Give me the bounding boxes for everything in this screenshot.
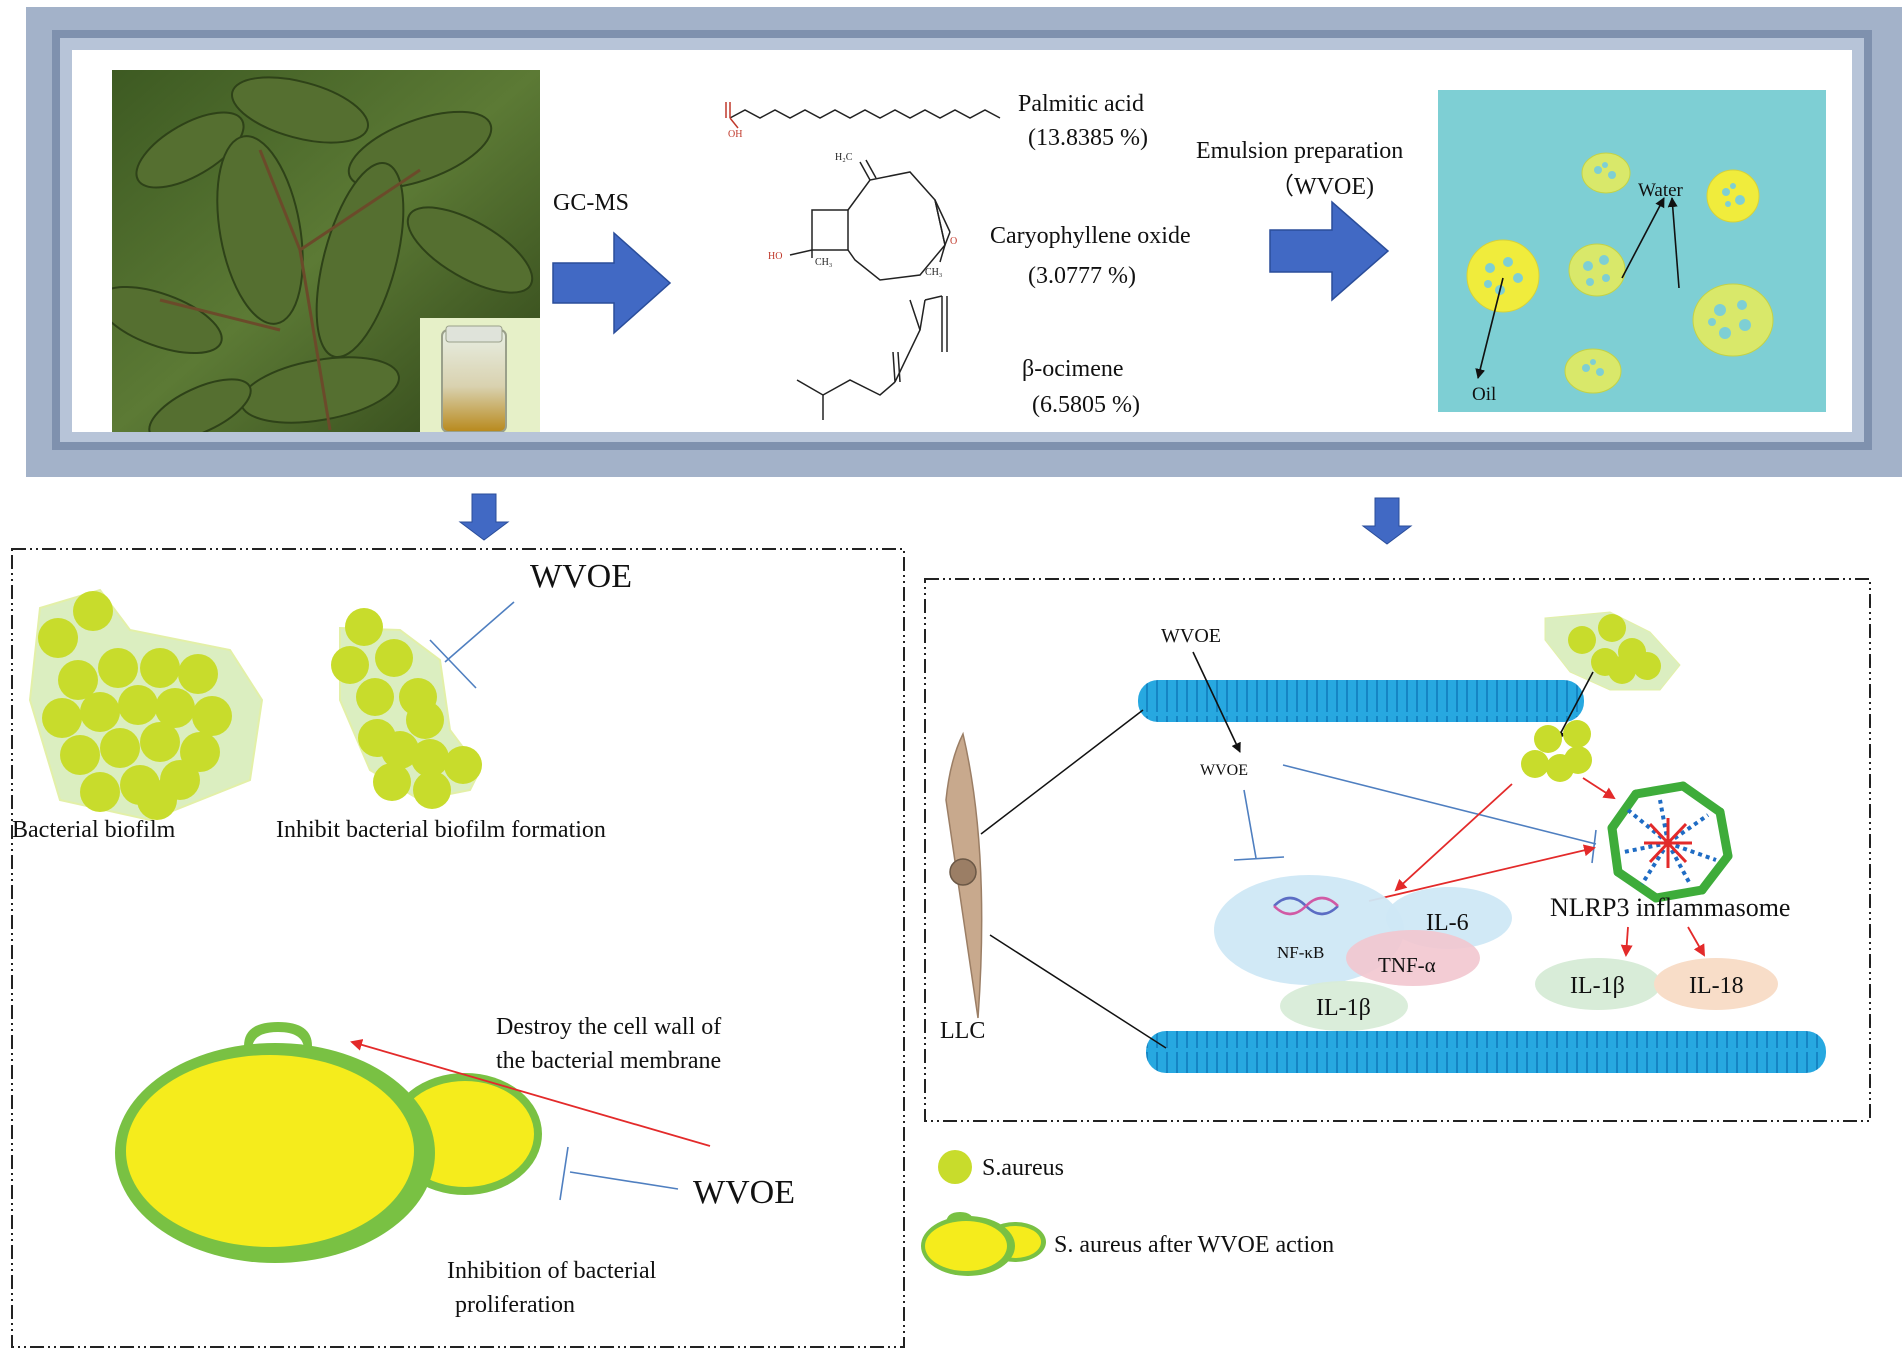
palmitic-acid-structure bbox=[725, 102, 1001, 129]
bacteria-entry-arrow bbox=[1556, 671, 1594, 741]
wvoe-top-label: WVOE bbox=[530, 558, 632, 595]
right-panel-frame bbox=[924, 578, 1871, 1122]
nlrp3-label: NLRP3 inflammasome bbox=[1550, 893, 1790, 922]
dna-icon bbox=[1273, 896, 1339, 916]
plant-photo bbox=[112, 70, 540, 432]
tnfa-label: TNF-α bbox=[1378, 953, 1436, 977]
nfkb-label: NF-κB bbox=[1277, 943, 1324, 962]
emulsion-water-label: Water bbox=[1638, 180, 1684, 201]
inhibit-symbol-biofilm bbox=[429, 601, 515, 689]
legend-after-label: S. aureus after WVOE action bbox=[1054, 1232, 1334, 1258]
damaged-bacterium bbox=[115, 1022, 542, 1263]
destroy-label-1: Destroy the cell wall of bbox=[496, 1014, 721, 1040]
inhibit-symbol-nfkb bbox=[1233, 789, 1285, 861]
palmitic-oh-label: OH bbox=[728, 129, 742, 140]
emulsion-droplets bbox=[1466, 152, 1774, 394]
caryo-o-label: O bbox=[950, 236, 957, 247]
caryo-h2c-label: H₂C bbox=[835, 152, 853, 163]
gcms-label: GC-MS bbox=[553, 190, 629, 216]
wvoe-inner-label: WVOE bbox=[1200, 762, 1248, 779]
cytokine-cluster bbox=[1214, 875, 1512, 1031]
legend-saureus-label: S.aureus bbox=[982, 1155, 1064, 1181]
il18-bubble bbox=[1654, 958, 1778, 1010]
membrane-top bbox=[1138, 680, 1584, 722]
inhibit-biofilm-label: Inhibit bacterial biofilm formation bbox=[276, 817, 606, 843]
palmitic-acid-name: Palmitic acid bbox=[1018, 91, 1144, 117]
llc-label: LLC bbox=[940, 1018, 985, 1044]
il6-label: IL-6 bbox=[1426, 910, 1469, 936]
left-panel-frame bbox=[11, 548, 905, 1348]
biofilm-label: Bacterial biofilm bbox=[12, 817, 176, 843]
bacteria-cluster-inside bbox=[1521, 720, 1592, 782]
emulsion-oil-label: Oil bbox=[1472, 384, 1496, 405]
bacteria-cluster-top bbox=[1544, 611, 1681, 691]
wvoe-bottom-label: WVOE bbox=[693, 1174, 795, 1211]
down-arrow-right bbox=[1361, 497, 1413, 545]
legend-saureus-icon bbox=[938, 1150, 972, 1184]
inhibited-biofilm bbox=[331, 608, 482, 809]
il1b-out-label: IL-1β bbox=[1570, 973, 1625, 999]
ocimene-percent: (6.5805 %) bbox=[1032, 392, 1140, 418]
caryophyllene-oxide-name: Caryophyllene oxide bbox=[990, 223, 1191, 249]
nlrp3-inflammasome-graphic bbox=[1607, 781, 1733, 903]
emulsion-sublabel: （WVOE) bbox=[1270, 174, 1374, 200]
emulsion-arrow bbox=[1269, 200, 1390, 302]
inhibition-label-2: proliferation bbox=[455, 1292, 575, 1318]
legend-after-icon bbox=[921, 1212, 1046, 1276]
ocimene-structure bbox=[796, 295, 948, 420]
caryo-ch3-label-1: CH₃ bbox=[815, 257, 832, 268]
wvoe-entry-arrow bbox=[1192, 651, 1241, 753]
wvoe-outer-label: WVOE bbox=[1161, 625, 1221, 647]
llc-cell bbox=[945, 709, 1167, 1049]
inhibit-symbol-proliferation bbox=[559, 1146, 679, 1201]
inhibition-label-1: Inhibition of bacterial bbox=[447, 1258, 657, 1284]
caryophyllene-oxide-percent: (3.0777 %) bbox=[1028, 263, 1136, 289]
membrane-bottom bbox=[1146, 1031, 1826, 1073]
emulsion-box: Water Oil bbox=[1438, 90, 1826, 412]
caryo-ch3-label-2: CH₃ bbox=[925, 267, 942, 278]
caryo-ho-label: HO bbox=[768, 251, 782, 262]
down-arrow-left bbox=[458, 493, 510, 541]
il1b-out-bubble bbox=[1535, 958, 1661, 1010]
il18-label: IL-18 bbox=[1689, 973, 1744, 999]
activation-arrows bbox=[1368, 777, 1705, 957]
bacterial-biofilm bbox=[28, 588, 264, 822]
gcms-arrow bbox=[552, 231, 672, 335]
ocimene-name: β-ocimene bbox=[1022, 356, 1124, 382]
destroy-arrow bbox=[350, 1039, 711, 1147]
il1b-label: IL-1β bbox=[1316, 995, 1371, 1021]
palmitic-acid-percent: (13.8385 %) bbox=[1028, 125, 1148, 151]
inhibit-symbol-nlrp3 bbox=[1282, 764, 1597, 864]
destroy-label-2: the bacterial membrane bbox=[496, 1048, 721, 1074]
caryophyllene-oxide-structure bbox=[789, 159, 951, 281]
emulsion-label: Emulsion preparation bbox=[1196, 138, 1403, 164]
